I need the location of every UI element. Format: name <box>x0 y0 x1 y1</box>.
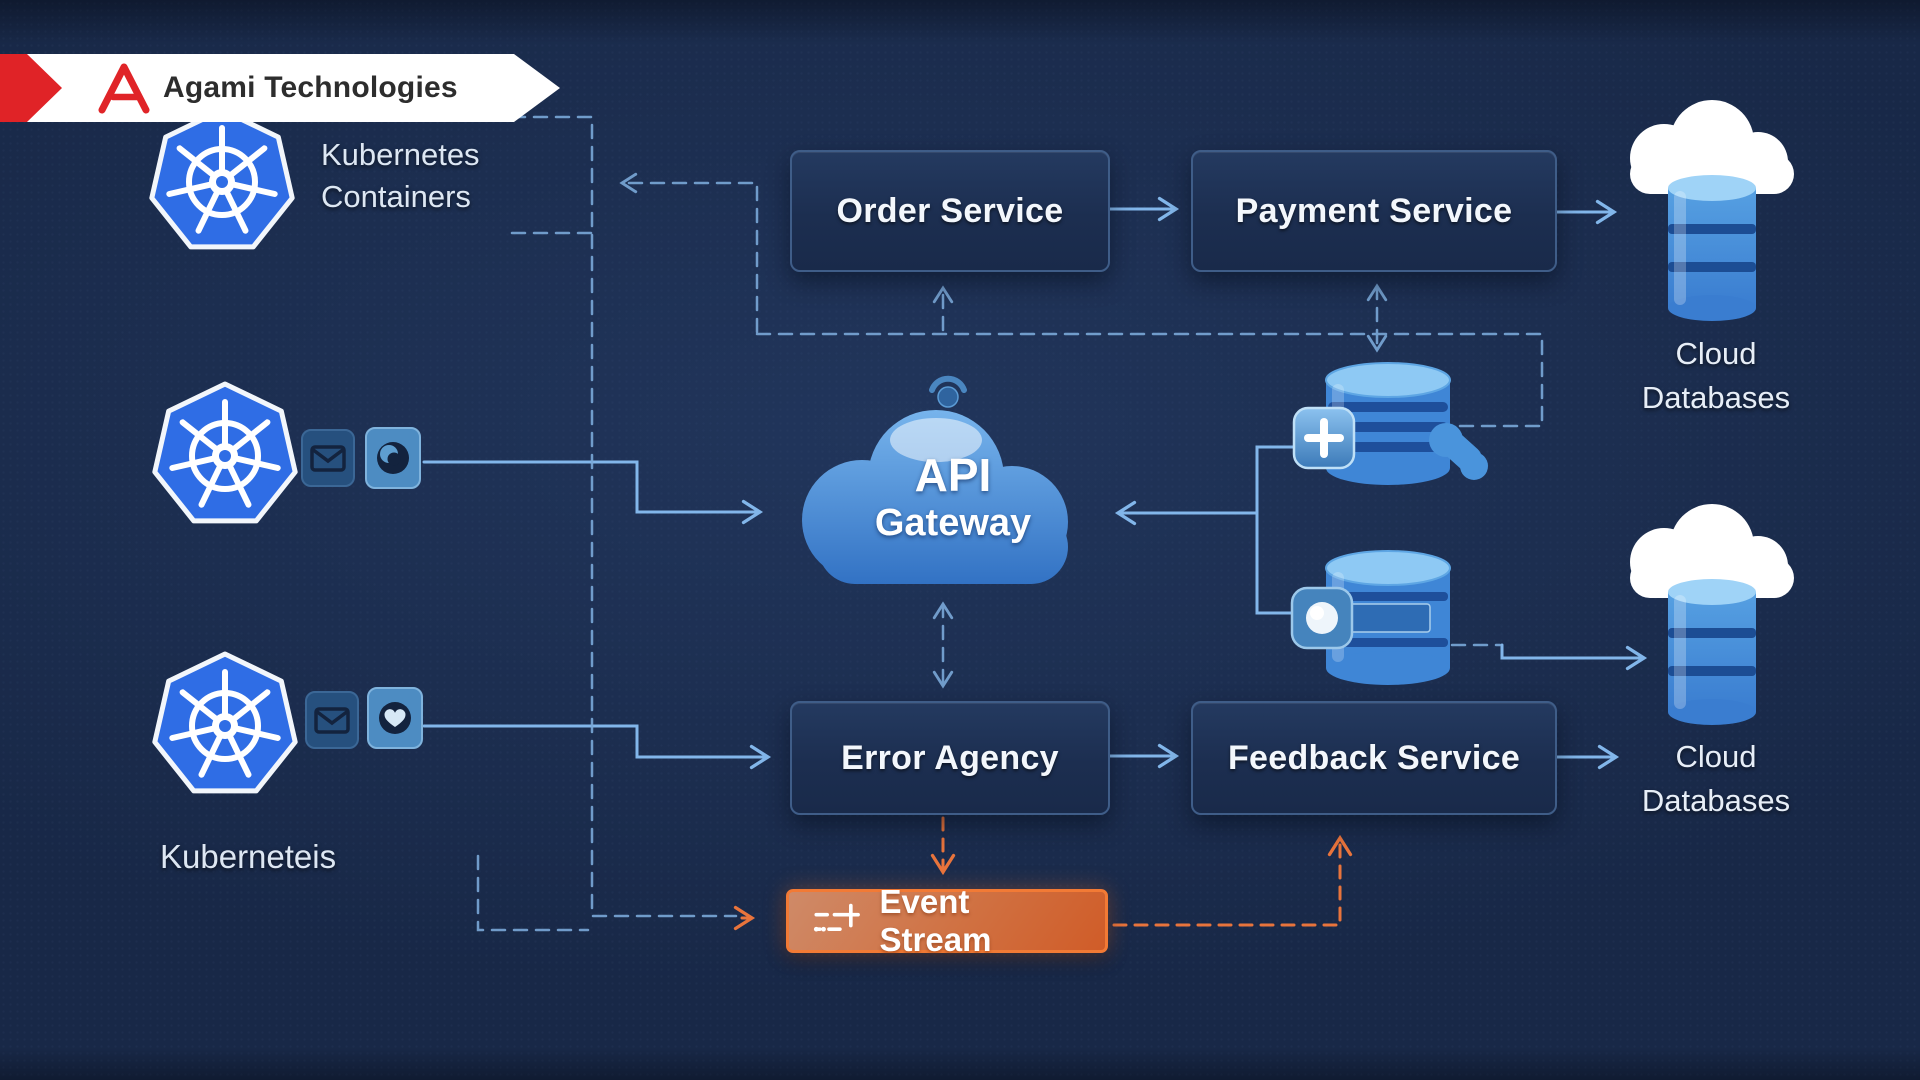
cloud-databases-top-label: Cloud Databases <box>1641 336 1791 416</box>
api-gateway-label: API Gateway <box>874 449 1032 544</box>
mail-icon <box>301 429 355 487</box>
payment-service-node: Payment Service <box>1191 150 1557 272</box>
order-service-label: Order Service <box>836 191 1064 230</box>
event-stream-icon <box>813 903 860 932</box>
brand-logo-icon <box>98 63 150 114</box>
database-icon <box>1290 550 1451 685</box>
eye-icon <box>365 427 421 489</box>
kubernetes-icon <box>142 106 302 266</box>
mail-icon <box>305 691 359 749</box>
brand-banner: Agami Technologies <box>0 54 560 122</box>
brand-name: Agami Technologies <box>163 71 458 104</box>
error-agency-node: Error Agency <box>790 701 1110 815</box>
cloud-database-icon <box>1630 504 1794 725</box>
event-stream-label: Event Stream <box>879 883 992 958</box>
event-stream-node: Event Stream <box>786 883 1108 958</box>
plus-badge-icon <box>1292 406 1356 470</box>
feedback-service-label: Feedback Service <box>1227 738 1521 777</box>
cloud-database-icon <box>1630 100 1794 321</box>
error-agency-label: Error Agency <box>841 738 1059 777</box>
kubernetes-icon <box>145 380 305 540</box>
heart-icon <box>367 687 423 749</box>
dot-badge-icon <box>1290 586 1354 650</box>
feedback-service-node: Feedback Service <box>1191 701 1557 815</box>
database-icon <box>1292 362 1488 485</box>
cloud-databases-bottom-label: Cloud Databases <box>1641 739 1791 819</box>
kubernetes-single-label: Kuberneteis <box>160 838 337 875</box>
kubernetes-icon <box>145 650 305 810</box>
kubernetes-containers-label: Kubernetes Containers <box>321 137 480 214</box>
payment-service-label: Payment Service <box>1235 191 1513 230</box>
order-service-node: Order Service <box>790 150 1110 272</box>
